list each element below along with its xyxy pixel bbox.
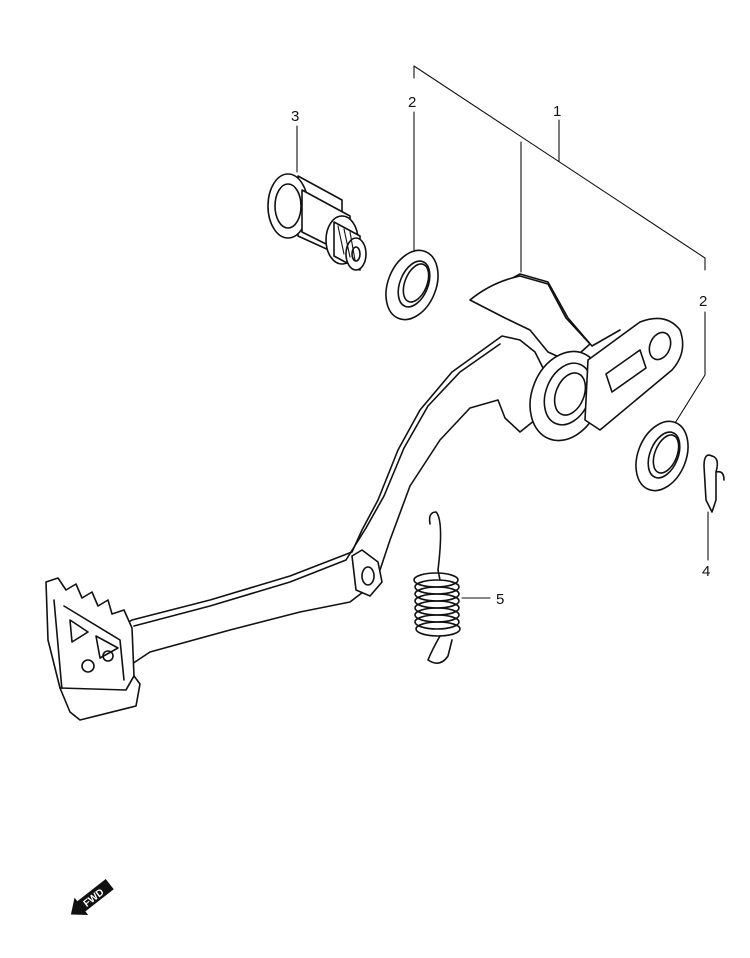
leader-2b [671,311,706,429]
callout-5: 5 [496,591,504,608]
brake-pedal [45,273,684,721]
callout-3: 3 [291,108,299,125]
washer-left [385,249,439,321]
callout-4: 4 [702,563,710,580]
callout-2a: 2 [408,94,416,111]
callouts: 1 2 2 3 4 5 [291,94,710,608]
leader-lines [296,65,709,599]
pedal-link-plate [584,317,684,431]
spring-lug [351,549,383,597]
pedal-arm [65,335,549,701]
callout-2b: 2 [699,293,707,310]
pivot-bolt [267,173,367,271]
leader-1-bracket [413,65,706,271]
return-spring [413,511,461,664]
pedal-tread [45,577,135,701]
washer-right [635,420,689,492]
cotter-pin [703,454,725,513]
fwd-arrow-icon: FWD [70,879,114,916]
callout-1: 1 [553,103,561,120]
